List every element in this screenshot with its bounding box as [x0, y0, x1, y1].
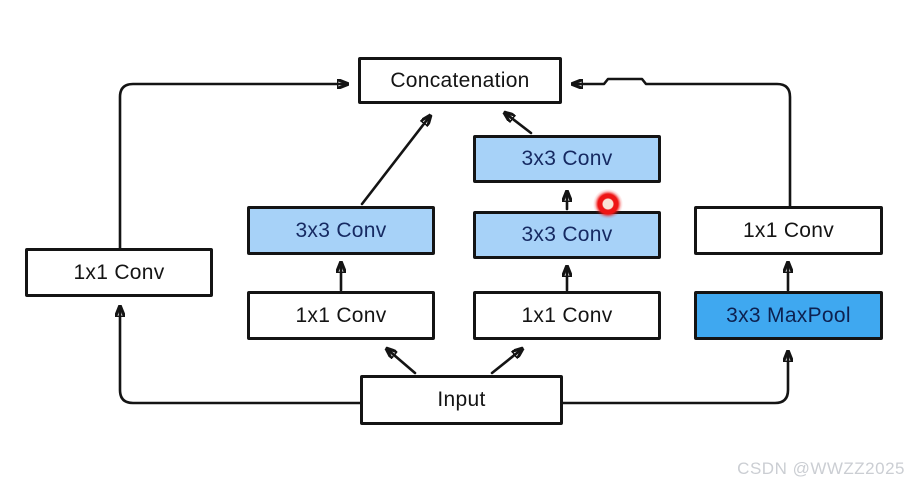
arrow-mid-3x3-top-to-concat	[505, 113, 533, 135]
arrow-input-to-mid-1x1	[490, 349, 522, 375]
node-left-1x1-conv-label: 1x1 Conv	[295, 303, 387, 327]
arrow-far-left-1x1-to-concat	[118, 84, 347, 250]
node-3x3-maxpool-label: 3x3 MaxPool	[726, 303, 851, 327]
arrow-input-to-left-1x1	[387, 349, 417, 375]
node-3x3-maxpool: 3x3 MaxPool	[694, 291, 883, 340]
node-right-1x1-conv: 1x1 Conv	[694, 206, 883, 255]
watermark: CSDN @WWZZ2025	[737, 459, 905, 478]
node-middle-3x3-conv-bottom-label: 3x3 Conv	[521, 223, 613, 246]
node-input-label: Input	[437, 388, 486, 411]
node-far-left-1x1-conv-label: 1x1 Conv	[73, 260, 165, 284]
node-left-3x3-conv-label: 3x3 Conv	[295, 218, 387, 242]
node-middle-1x1-conv-label: 1x1 Conv	[521, 303, 613, 327]
node-input: Input	[360, 375, 563, 425]
node-concatenation-label: Concatenation	[390, 68, 530, 92]
node-middle-3x3-conv-bottom: 3x3 Conv	[473, 211, 661, 259]
arrow-input-to-maxpool	[561, 352, 788, 405]
arrow-input-to-far-left-1x1	[120, 307, 362, 405]
node-right-1x1-conv-label: 1x1 Conv	[742, 218, 835, 242]
node-concatenation: Concatenation	[358, 57, 562, 104]
node-left-3x3-conv: 3x3 Conv	[247, 206, 435, 255]
arrow-right-1x1-to-concat	[573, 77, 792, 208]
node-far-left-1x1-conv: 1x1 Conv	[25, 248, 213, 297]
arrow-left-3x3-to-concat	[360, 116, 430, 206]
node-left-1x1-conv: 1x1 Conv	[247, 291, 435, 340]
node-middle-3x3-conv-top: 3x3 Conv	[473, 135, 661, 183]
node-middle-3x3-conv-top-label: 3x3 Conv	[521, 147, 613, 170]
node-middle-1x1-conv: 1x1 Conv	[473, 291, 661, 340]
